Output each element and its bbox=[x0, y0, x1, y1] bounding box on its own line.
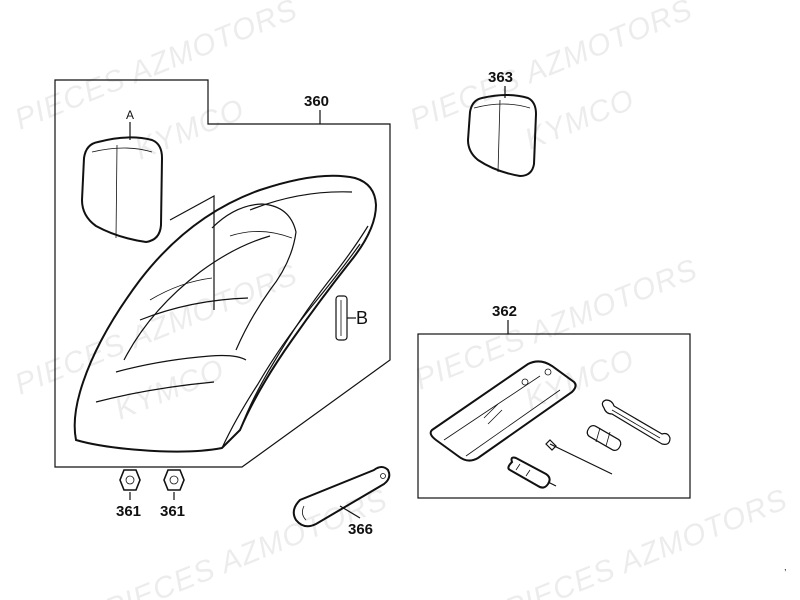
detail-b-drawing bbox=[335, 295, 356, 341]
seat-assembly-group: 360 A bbox=[54, 79, 391, 468]
seat-assembly-frame bbox=[54, 79, 391, 468]
double-wrench-drawing bbox=[601, 399, 671, 445]
watermark-text: KYMCO bbox=[130, 93, 249, 167]
tool-bag-drawing bbox=[429, 360, 577, 462]
leader-pad-to-seat bbox=[169, 194, 215, 310]
callout-361-left: 361 bbox=[116, 503, 141, 520]
socket-tool-drawing bbox=[586, 425, 622, 451]
nut-right bbox=[163, 469, 185, 500]
callout-363: 363 bbox=[488, 69, 513, 86]
callout-b: B bbox=[356, 308, 368, 328]
callout-360: 360 bbox=[304, 93, 329, 110]
screwdriver-bit-drawing bbox=[545, 439, 613, 475]
callout-362: 362 bbox=[492, 303, 517, 320]
screwdriver-handle-drawing bbox=[507, 456, 557, 489]
seat-drawing bbox=[73, 174, 378, 453]
watermark-text: KYMCO bbox=[520, 83, 639, 157]
corner-mark: , bbox=[784, 562, 787, 572]
watermark-text: PIECES AZMOTORS bbox=[500, 483, 792, 600]
tool-kit-group: 362 bbox=[417, 303, 691, 499]
backrest-drawing bbox=[466, 94, 538, 178]
watermark-text: KYMCO bbox=[110, 353, 229, 427]
nut-left bbox=[119, 469, 141, 500]
callout-a: A bbox=[126, 108, 134, 122]
watermark-text: PIECES AZMOTORS bbox=[100, 483, 392, 600]
backrest-group: 363 bbox=[466, 69, 538, 178]
backrest-pad-drawing bbox=[80, 136, 164, 244]
callout-366: 366 bbox=[348, 521, 373, 538]
spanner-drawing bbox=[292, 466, 391, 528]
watermark-text: PIECES AZMOTORS bbox=[10, 0, 302, 136]
tool-kit-frame bbox=[417, 333, 691, 499]
callout-361-right: 361 bbox=[160, 503, 185, 520]
